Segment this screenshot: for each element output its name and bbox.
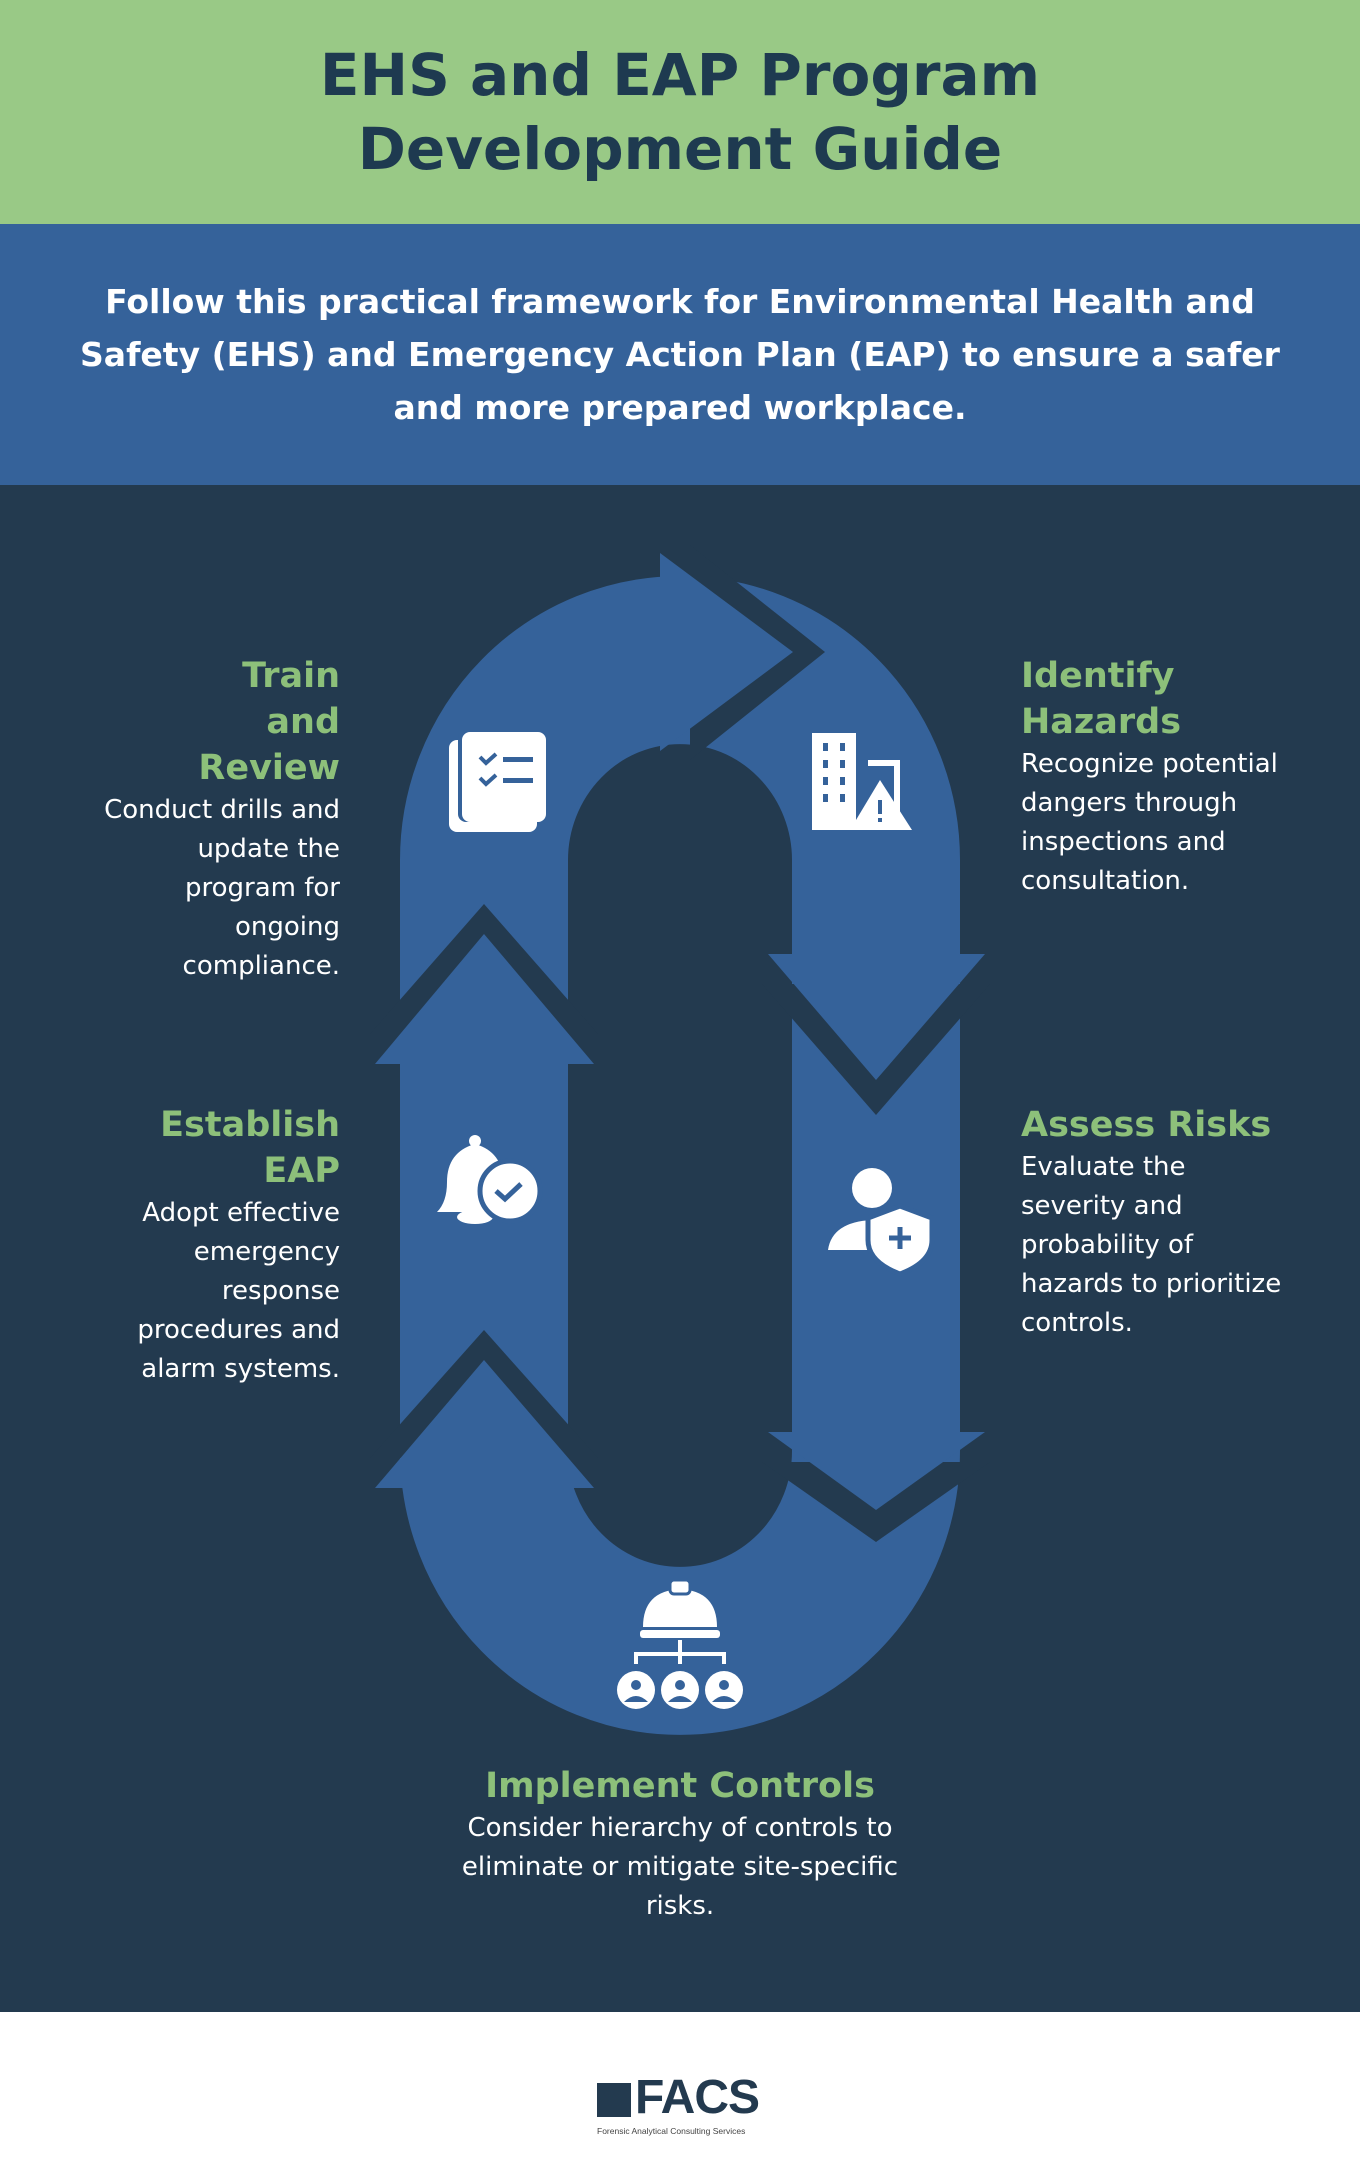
step-body: Conduct drills and update the program fo… [104, 795, 340, 981]
hardhat-hierarchy-icon [617, 1578, 743, 1709]
logo-hand-icon [597, 2083, 631, 2117]
step-title: Establish EAP [160, 1105, 340, 1191]
step-title: Identify Hazards [1021, 656, 1182, 742]
step-establish-eap: Establish EAP Adopt effective emergency … [40, 1102, 340, 1389]
logo-text: FACS [635, 2071, 760, 2124]
step-body: Evaluate the severity and probability of… [1021, 1152, 1282, 1338]
checklist-icon [449, 730, 546, 832]
step-assess-risks: Assess Risks Evaluate the severity and p… [1021, 1102, 1321, 1343]
arrow-head-down [768, 954, 985, 1080]
step-body: Consider hierarchy of controls to elimin… [461, 1813, 899, 1921]
cycle-section: Train and Review Conduct drills and upda… [0, 485, 1360, 2012]
arrow-head-down [768, 1432, 985, 1510]
building-hazard-icon [812, 733, 912, 830]
step-body: Adopt effective emergency response proce… [137, 1198, 340, 1384]
header-banner: EHS and EAP Program Development Guide [0, 0, 1360, 224]
cycle-diagram [370, 545, 990, 1735]
footer: FACS Forensic Analytical Consulting Serv… [0, 2012, 1360, 2181]
page-title-line1: EHS and EAP Program [319, 41, 1041, 109]
step-train-review: Train and Review Conduct drills and upda… [40, 653, 340, 986]
step-title: Assess Risks [1021, 1105, 1272, 1145]
step-body: Recognize potential dangers through insp… [1021, 749, 1278, 896]
step-title: Implement Controls [485, 1766, 875, 1806]
logo-subtitle: Forensic Analytical Consulting Services [597, 2126, 746, 2136]
arrow-head-up [375, 1360, 594, 1488]
step-implement-controls: Implement Controls Consider hierarchy of… [440, 1763, 920, 1926]
intro-band: Follow this practical framework for Envi… [0, 224, 1360, 485]
person-shield-icon [828, 1168, 935, 1277]
alarm-bell-check-icon [437, 1135, 543, 1224]
arrow-head-right [660, 553, 793, 751]
step-title: Train and Review [198, 656, 340, 788]
step-identify-hazards: Identify Hazards Recognize potential dan… [1021, 653, 1321, 901]
intro-text: Follow this practical framework for Envi… [80, 282, 1280, 427]
page-title-line2: Development Guide [357, 115, 1003, 183]
arrow-head-up [375, 934, 594, 1064]
